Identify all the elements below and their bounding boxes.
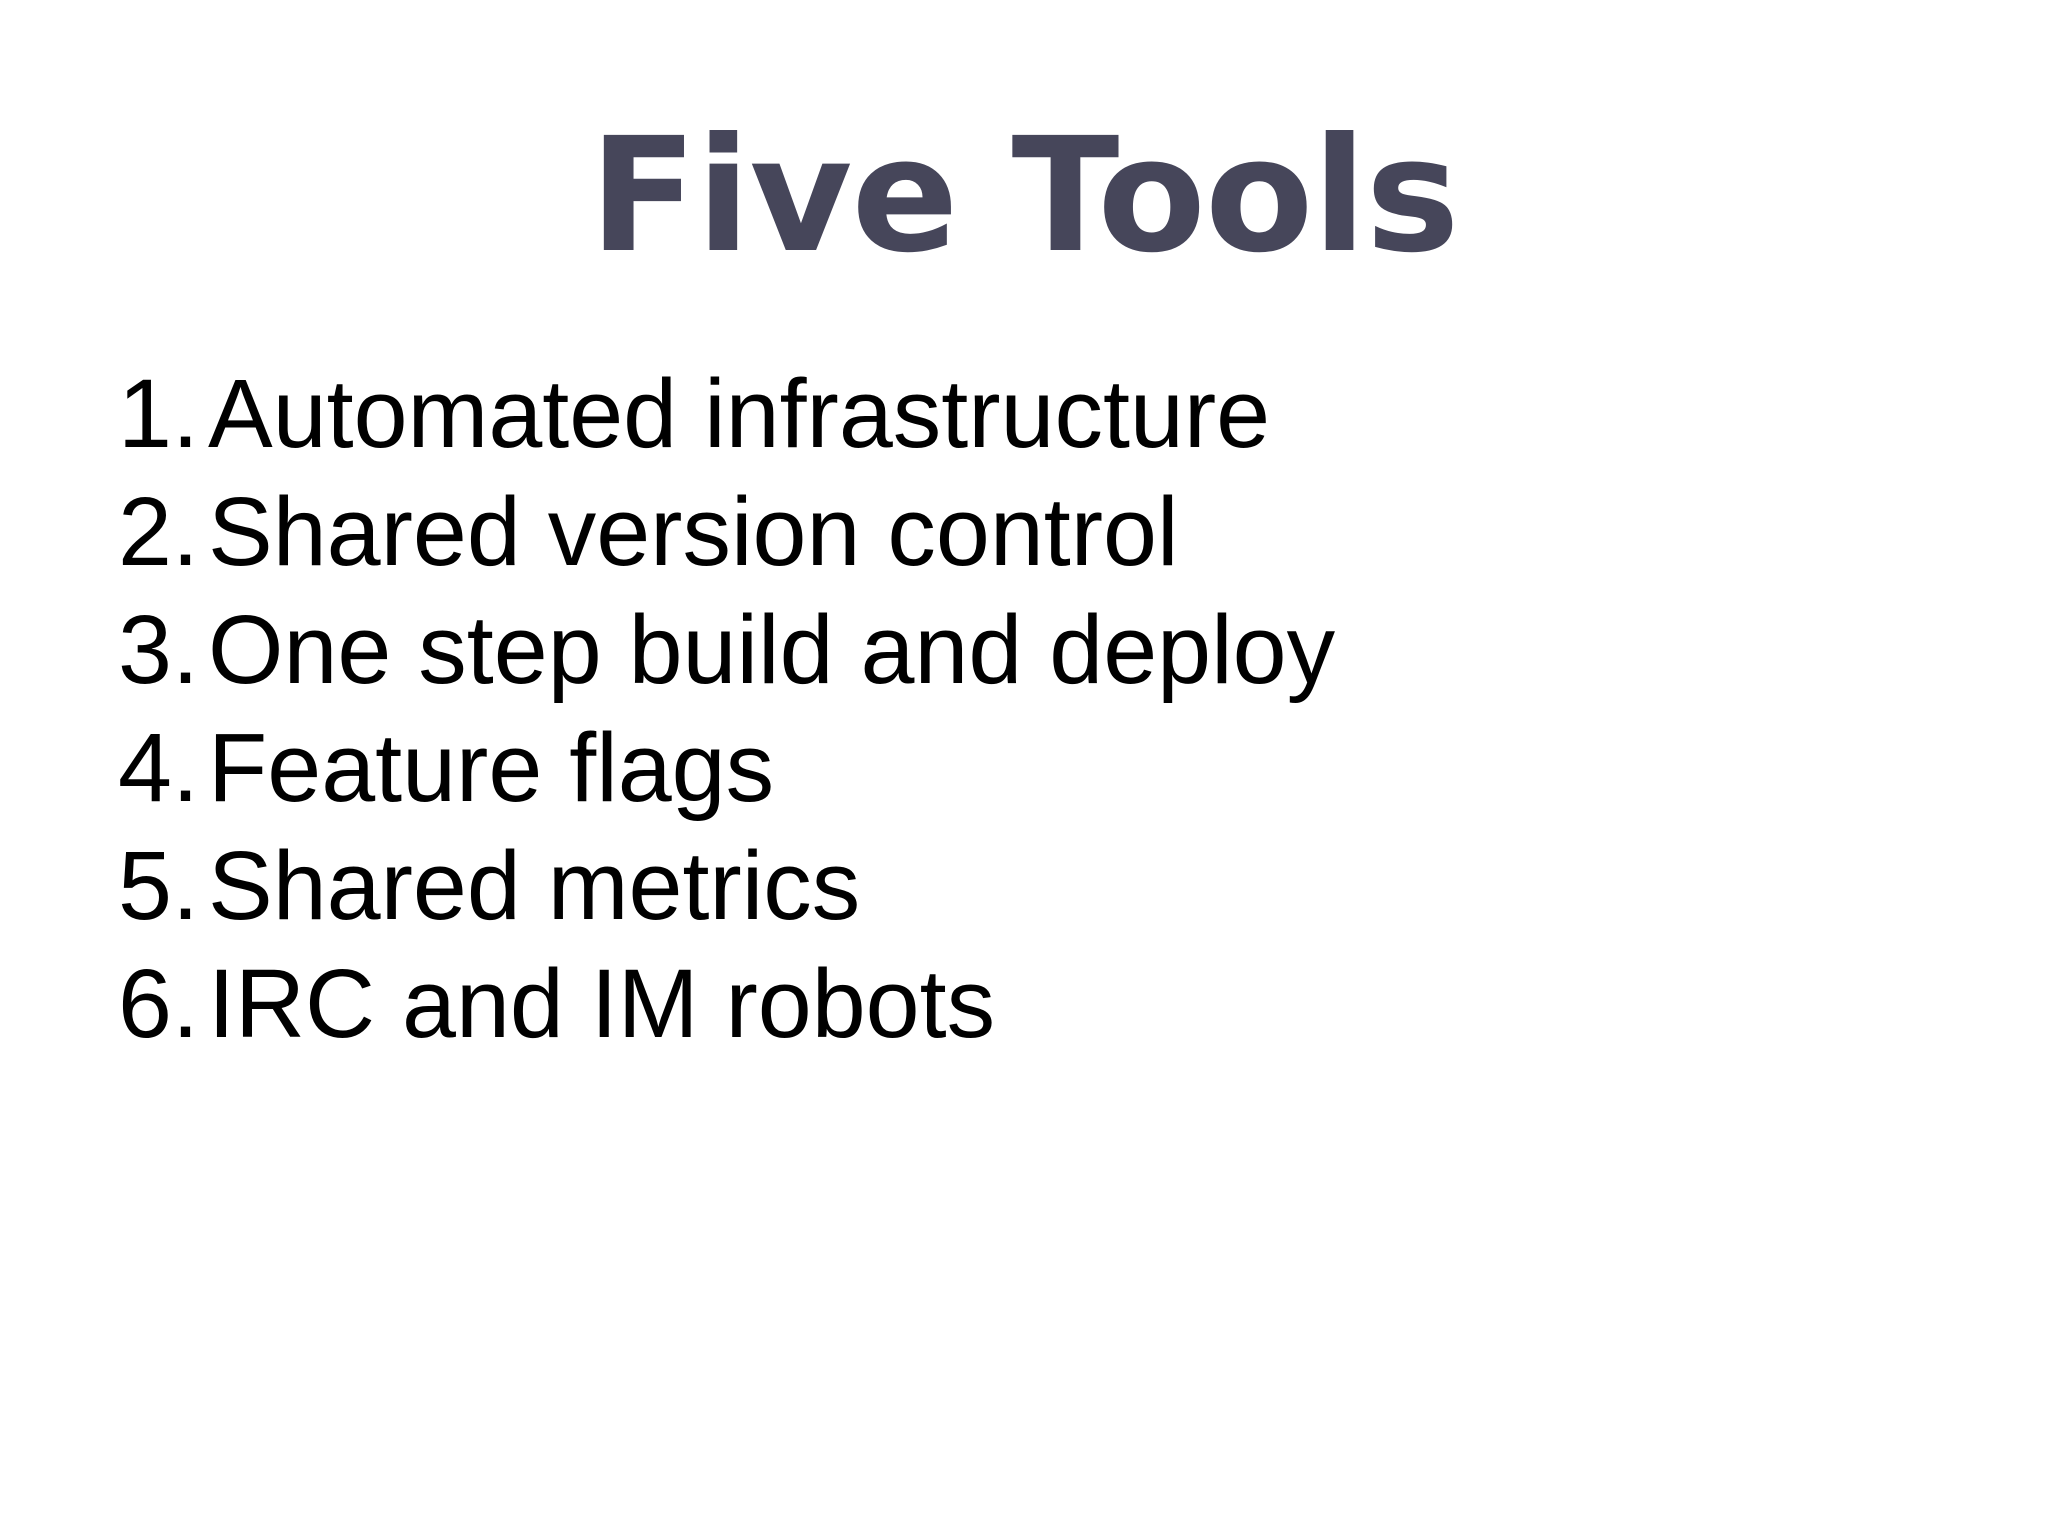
- list-item: 4. Feature flags: [0, 709, 2048, 827]
- list-item-label: IRC and IM robots: [208, 949, 996, 1058]
- list-item-label: Shared metrics: [208, 831, 861, 940]
- list-item: 3. One step build and deploy: [0, 591, 2048, 709]
- page-title: Five Tools: [589, 103, 1459, 288]
- list-item-label: Feature flags: [208, 713, 775, 822]
- list-item-label: Shared version control: [208, 477, 1179, 586]
- list-item-number: 4.: [118, 713, 199, 822]
- list-item-number: 3.: [118, 595, 199, 704]
- list-item: 6. IRC and IM robots: [0, 945, 2048, 1063]
- list-item-number: 5.: [118, 831, 199, 940]
- list-item-label: One step build and deploy: [208, 595, 1336, 704]
- tools-ordered-list: 1. Automated infrastructure 2. Shared ve…: [0, 355, 2048, 1063]
- list-item-label: Automated infrastructure: [208, 359, 1271, 468]
- list-item-number: 2.: [118, 477, 199, 586]
- list-item: 2. Shared version control: [0, 473, 2048, 591]
- list-item-number: 1.: [118, 359, 199, 468]
- list-item-number: 6.: [118, 949, 199, 1058]
- list-item: 5. Shared metrics: [0, 827, 2048, 945]
- list-item: 1. Automated infrastructure: [0, 355, 2048, 473]
